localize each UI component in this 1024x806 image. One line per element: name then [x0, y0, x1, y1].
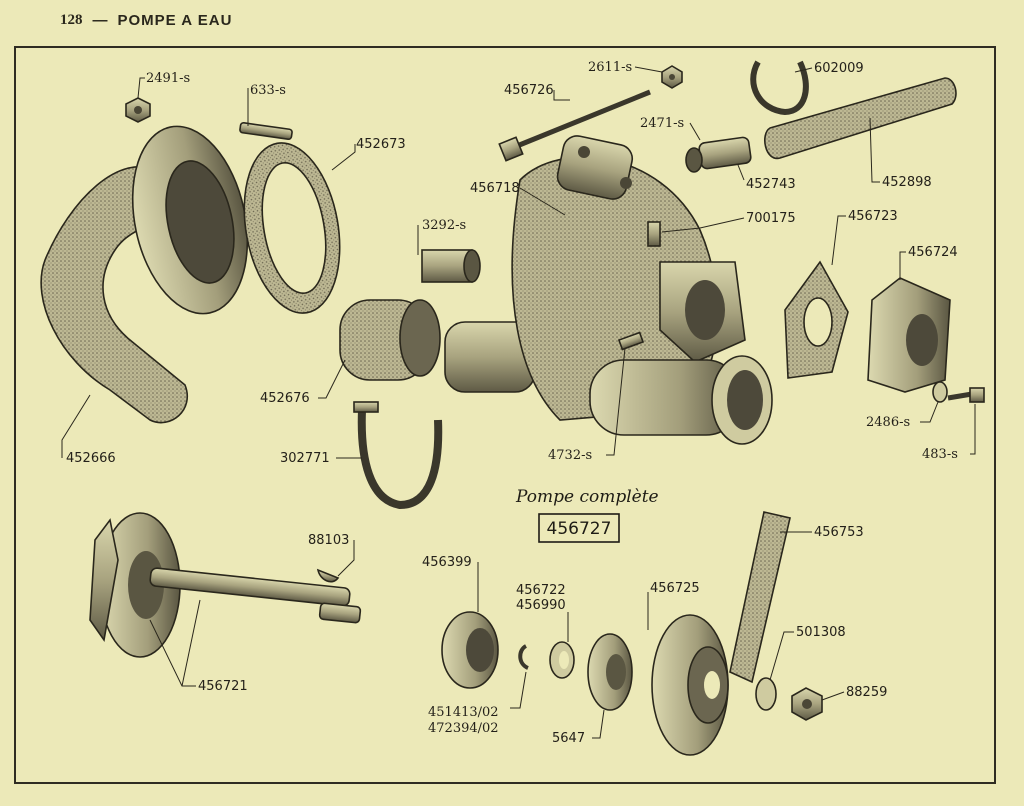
label-456723: 456723	[848, 209, 898, 224]
diagram-frame	[14, 46, 996, 784]
label-501308: 501308	[796, 625, 846, 640]
label-2471-s: 2471-s	[640, 116, 684, 131]
part-labels: 2491-s 633-s 452673 452666 3292-s 452676…	[66, 60, 958, 746]
nut-2611-drawing	[661, 65, 683, 89]
label-700175: 700175	[746, 211, 796, 226]
washer-2486-drawing	[932, 381, 948, 403]
label-2486-s: 2486-s	[866, 415, 910, 430]
bush-3292-drawing	[421, 249, 481, 283]
spacer-456722-drawing	[549, 641, 575, 679]
clamp-302771-drawing	[353, 401, 443, 510]
gasket-452673-drawing	[243, 142, 341, 314]
pump-body-456718-drawing	[444, 135, 773, 445]
leader-lines	[61, 66, 976, 739]
label-451413-02: 451413/02	[428, 705, 499, 720]
key-88103-drawing	[316, 568, 340, 583]
label-456753: 456753	[814, 525, 864, 540]
label-5647: 5647	[552, 731, 585, 746]
label-456725: 456725	[650, 581, 700, 596]
label-456726: 456726	[504, 83, 554, 98]
part-drawings	[40, 60, 985, 756]
label-483-s: 483-s	[922, 447, 958, 462]
label-4732-s: 4732-s	[548, 448, 592, 463]
label-2491-s: 2491-s	[146, 71, 190, 86]
label-456399: 456399	[422, 555, 472, 570]
bearing-5647-drawing	[587, 633, 633, 711]
pulley-456725-drawing	[651, 614, 729, 756]
label-452673: 452673	[356, 137, 406, 152]
page-number: 128	[60, 11, 83, 28]
label-3292-s: 3292-s	[422, 218, 466, 233]
label-302771: 302771	[280, 451, 330, 466]
seal-456399-drawing	[441, 611, 499, 689]
label-452898: 452898	[882, 175, 932, 190]
label-88259: 88259	[846, 685, 887, 700]
header-separator: —	[92, 11, 108, 29]
label-452743: 452743	[746, 177, 796, 192]
label-2611-s: 2611-s	[588, 60, 632, 75]
label-452676: 452676	[260, 391, 310, 406]
page-header: 128 — POMPE A EAU	[60, 6, 232, 34]
label-456721: 456721	[198, 679, 248, 694]
label-456724: 456724	[908, 245, 958, 260]
caption-number-box	[538, 513, 620, 543]
label-472394-02: 472394/02	[428, 721, 499, 736]
hose-452898-drawing	[764, 77, 957, 159]
label-456990: 456990	[516, 598, 566, 613]
bolt-483-drawing	[947, 387, 985, 403]
label-602009: 602009	[814, 61, 864, 76]
label-452666: 452666	[66, 451, 116, 466]
impeller-shaft-456721-drawing	[89, 512, 362, 658]
belt-456753-drawing	[729, 511, 791, 684]
flange-456724-drawing	[867, 277, 951, 393]
label-88103: 88103	[308, 533, 349, 548]
flange-drawing	[131, 125, 249, 315]
nut-2491-drawing	[125, 97, 151, 123]
stud-633-drawing	[239, 122, 293, 140]
gasket-456723-drawing	[784, 260, 849, 379]
bolt-456726-drawing	[498, 89, 651, 162]
circlip-451413-drawing	[518, 644, 529, 670]
complete-pump-caption: Pompe complète 456727	[515, 487, 659, 543]
label-456722: 456722	[516, 583, 566, 598]
caption-part-number: 456727	[547, 519, 612, 539]
hose-452676-drawing	[339, 299, 441, 381]
elbow-hose-452666-drawing	[40, 165, 188, 424]
nut-88259-drawing	[791, 687, 823, 721]
page-title: POMPE A EAU	[117, 11, 233, 29]
washer-501308-drawing	[755, 677, 777, 711]
caption-title: Pompe complète	[515, 487, 659, 507]
label-456718: 456718	[470, 181, 520, 196]
union-452743-drawing	[685, 136, 752, 173]
clip-602009-drawing	[750, 60, 809, 116]
label-633-s: 633-s	[250, 83, 286, 98]
